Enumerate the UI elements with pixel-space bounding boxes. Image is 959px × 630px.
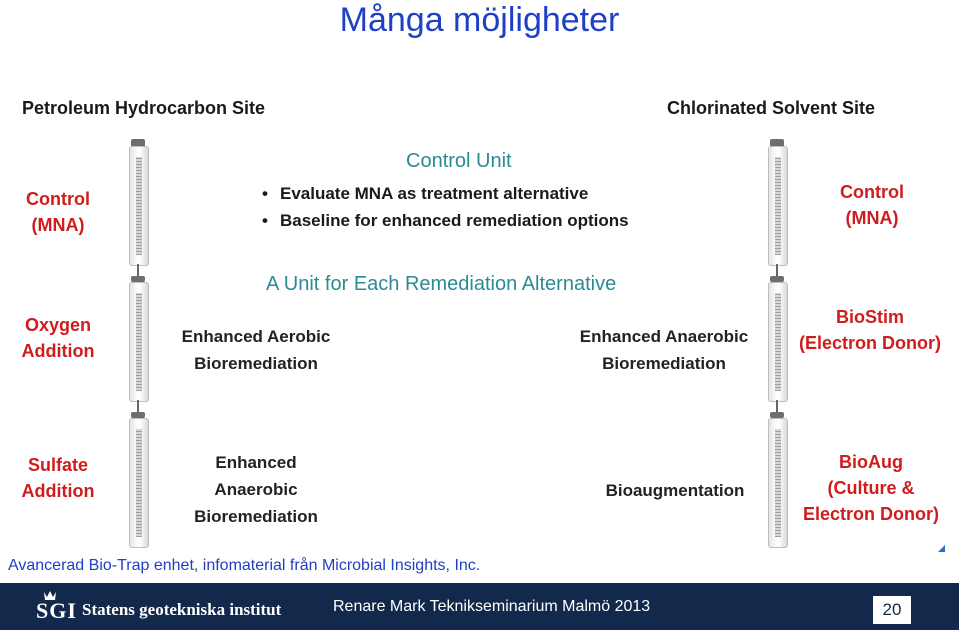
label-line: Sulfate bbox=[27, 455, 88, 475]
mid-right-bioaugmentation: Bioaugmentation bbox=[590, 477, 760, 504]
label-line: Bioremediation bbox=[602, 354, 726, 373]
image-caption: Avancerad Bio-Trap enhet, infomaterial f… bbox=[8, 557, 481, 574]
tube-cap bbox=[770, 139, 784, 147]
bullet-item: •Evaluate MNA as treatment alternative bbox=[262, 184, 589, 203]
label-line: BioStim bbox=[835, 307, 904, 327]
label-line: Bioremediation bbox=[194, 354, 318, 373]
biotrap-tube bbox=[768, 146, 788, 266]
label-line: Control bbox=[840, 182, 904, 202]
mid-right-anaerobic: Enhanced Anaerobic Bioremediation bbox=[566, 323, 762, 377]
biotrap-tube bbox=[129, 146, 149, 266]
label-line: (MNA) bbox=[31, 215, 85, 235]
left-site-heading: Petroleum Hydrocarbon Site bbox=[22, 98, 266, 118]
label-line: (Electron Donor) bbox=[799, 333, 941, 353]
crown-logo-icon bbox=[44, 591, 56, 600]
tube-connector bbox=[776, 400, 778, 416]
tube-cap bbox=[131, 412, 145, 418]
biotrap-tube bbox=[129, 418, 149, 548]
label-line: Enhanced Anaerobic bbox=[579, 327, 749, 346]
left-label-oxygen: Oxygen Addition bbox=[12, 312, 104, 364]
left-label-control: Control (MNA) bbox=[14, 186, 102, 238]
right-label-control: Control (MNA) bbox=[822, 179, 922, 231]
slide-title: Många möjligheter bbox=[339, 1, 620, 39]
label-line: Addition bbox=[21, 341, 95, 361]
tube-connector bbox=[776, 264, 778, 280]
label-line: Enhanced Aerobic bbox=[181, 327, 331, 346]
label-line: Bioaugmentation bbox=[605, 481, 745, 500]
tube-cap bbox=[770, 276, 784, 282]
right-label-biostim: BioStim (Electron Donor) bbox=[790, 304, 950, 356]
mid-left-aerobic: Enhanced Aerobic Bioremediation bbox=[170, 323, 342, 377]
control-unit-bullets: •Evaluate MNA as treatment alternative •… bbox=[262, 180, 629, 234]
right-site-heading: Chlorinated Solvent Site bbox=[667, 98, 876, 118]
alternatives-heading: A Unit for Each Remediation Alternative bbox=[266, 273, 617, 295]
logo-name: Statens geotekniska institut bbox=[82, 600, 282, 619]
tube-cap bbox=[131, 139, 145, 147]
label-line: Electron Donor) bbox=[802, 504, 939, 524]
right-label-bioaug: BioAug (Culture & Electron Donor) bbox=[795, 449, 947, 527]
footer-event: Renare Mark Teknikseminarium Malmö 2013 bbox=[333, 598, 651, 615]
label-line: (MNA) bbox=[845, 208, 899, 228]
page-number: 20 bbox=[873, 596, 911, 624]
tube-connector bbox=[137, 400, 139, 416]
mid-left-anaerobic: Enhanced Anaerobic Bioremediation bbox=[180, 449, 332, 530]
biotrap-tube bbox=[129, 282, 149, 402]
biotrap-tube bbox=[768, 418, 788, 548]
footer-bar bbox=[0, 583, 959, 630]
tube-connector bbox=[137, 264, 139, 280]
label-line: BioAug bbox=[839, 452, 903, 472]
label-line: Oxygen bbox=[24, 315, 92, 335]
label-line: (Culture & bbox=[827, 478, 915, 498]
label-line: Addition bbox=[21, 481, 95, 501]
bullet-item: •Baseline for enhanced remediation optio… bbox=[262, 211, 629, 230]
label-line: Enhanced bbox=[215, 453, 297, 472]
biotrap-tube bbox=[768, 282, 788, 402]
tube-cap bbox=[131, 276, 145, 282]
label-line: Anaerobic bbox=[214, 480, 298, 499]
control-unit-heading: Control Unit bbox=[406, 150, 512, 172]
label-line: Bioremediation bbox=[194, 507, 318, 526]
tube-cap bbox=[770, 412, 784, 418]
label-line: Control bbox=[26, 189, 90, 209]
corner-marker-icon bbox=[938, 545, 945, 552]
logo-mark: SGI bbox=[36, 598, 77, 623]
left-label-sulfate: Sulfate Addition bbox=[12, 452, 104, 504]
